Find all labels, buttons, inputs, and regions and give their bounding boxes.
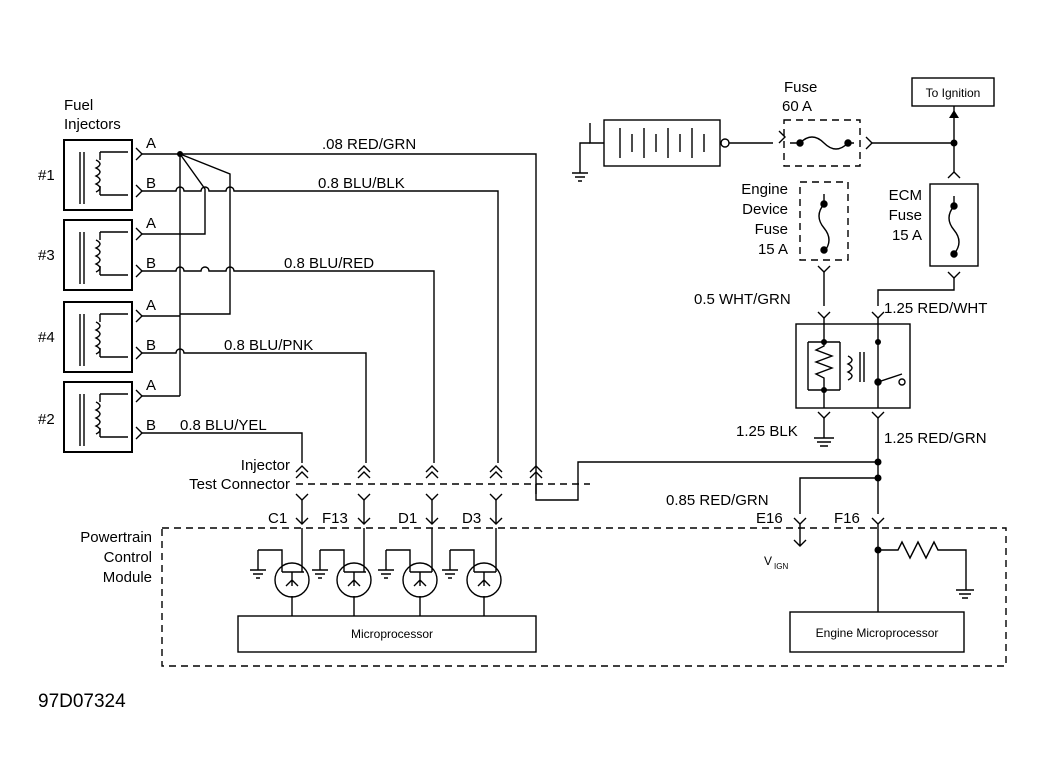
wire-red-wht-label: 1.25 RED/WHT	[884, 300, 987, 317]
relay	[795, 311, 911, 462]
wire-red-grn-125-label: 1.25 RED/GRN	[884, 430, 987, 447]
injector-number-3: #3	[38, 247, 55, 264]
battery-symbol	[572, 119, 773, 182]
figure-id: 97D07324	[38, 691, 126, 712]
wire-red-grn-label: .08 RED/GRN	[322, 136, 416, 153]
pin-a-4: A	[146, 297, 156, 314]
pcm-label-3: Module	[103, 569, 152, 586]
pin-b-1: B	[146, 175, 156, 192]
ecm-fuse-label-3: 15 A	[892, 227, 922, 244]
fuel-injectors-label-2: Injectors	[64, 116, 121, 133]
fuse-main-label-2: 60 A	[782, 98, 812, 115]
engine-device-fuse-label-2: Device	[742, 201, 788, 218]
fuse-main-label-1: Fuse	[784, 79, 817, 96]
pin-f13: F13	[322, 510, 348, 527]
vign-subscript: IGN	[774, 562, 788, 571]
injector-number-2: #2	[38, 411, 55, 428]
pin-d3: D3	[462, 510, 481, 527]
wire-blu-pnk-label: 0.8 BLU/PNK	[224, 337, 313, 354]
injector-signal-wires	[142, 186, 499, 463]
to-ignition-label: To Ignition	[926, 86, 981, 100]
fuse-60a	[778, 119, 954, 167]
pin-a-1: A	[146, 135, 156, 152]
pin-d1: D1	[398, 510, 417, 527]
engine-device-fuse-label-3: Fuse	[755, 221, 788, 238]
wire-wht-grn-label: 0.5 WHT/GRN	[694, 291, 791, 308]
engine-device-fuse-label-4: 15 A	[758, 241, 788, 258]
injector-4	[63, 301, 133, 373]
pcm-ignition-wires	[793, 462, 974, 612]
pin-f16: F16	[834, 510, 860, 527]
injector-2	[63, 381, 133, 453]
test-connector-label-2: Test Connector	[189, 476, 290, 493]
pin-a-2: A	[146, 377, 156, 394]
wire-blu-red-label: 0.8 BLU/RED	[284, 255, 374, 272]
injector-1	[63, 139, 133, 211]
pcm-injector-wires	[295, 461, 878, 564]
microprocessor-label: Microprocessor	[351, 627, 433, 641]
wire-blu-yel-label: 0.8 BLU/YEL	[180, 417, 267, 434]
wire-blk-label: 1.25 BLK	[736, 423, 798, 440]
pin-b-3: B	[146, 255, 156, 272]
injector-supply-wires	[142, 153, 537, 494]
injector-number-4: #4	[38, 329, 55, 346]
fuel-injectors-label-1: Fuel	[64, 97, 93, 114]
pin-c1: C1	[268, 510, 287, 527]
pcm-label-2: Control	[104, 549, 152, 566]
pcm-boundary	[161, 527, 1007, 667]
engine-microprocessor-label: Engine Microprocessor	[816, 626, 939, 640]
pin-b-4: B	[146, 337, 156, 354]
ecm-fuse-label-2: Fuse	[889, 207, 922, 224]
test-connector-chevrons	[295, 465, 543, 501]
ecm-fuse	[877, 143, 979, 306]
vign-label: V	[764, 554, 772, 568]
pin-a-3: A	[146, 215, 156, 232]
wire-blu-blk-label: 0.8 BLU/BLK	[318, 175, 405, 192]
engine-device-fuse-label-1: Engine	[741, 181, 788, 198]
engine-microprocessor-box	[789, 611, 965, 653]
ecm-fuse-label-1: ECM	[889, 187, 922, 204]
driver-transistors	[250, 549, 502, 616]
test-connector-label-1: Injector	[241, 457, 290, 474]
pcm-label-1: Powertrain	[80, 529, 152, 546]
injector-pin-chevrons	[135, 147, 143, 440]
pin-e16: E16	[756, 510, 783, 527]
microprocessor-box	[237, 615, 537, 653]
wire-red-grn-085-label: 0.85 RED/GRN	[666, 492, 769, 509]
engine-device-fuse	[799, 181, 849, 306]
injector-number-1: #1	[38, 167, 55, 184]
to-ignition-box	[911, 77, 995, 107]
pin-b-2: B	[146, 417, 156, 434]
injector-3	[63, 219, 133, 291]
